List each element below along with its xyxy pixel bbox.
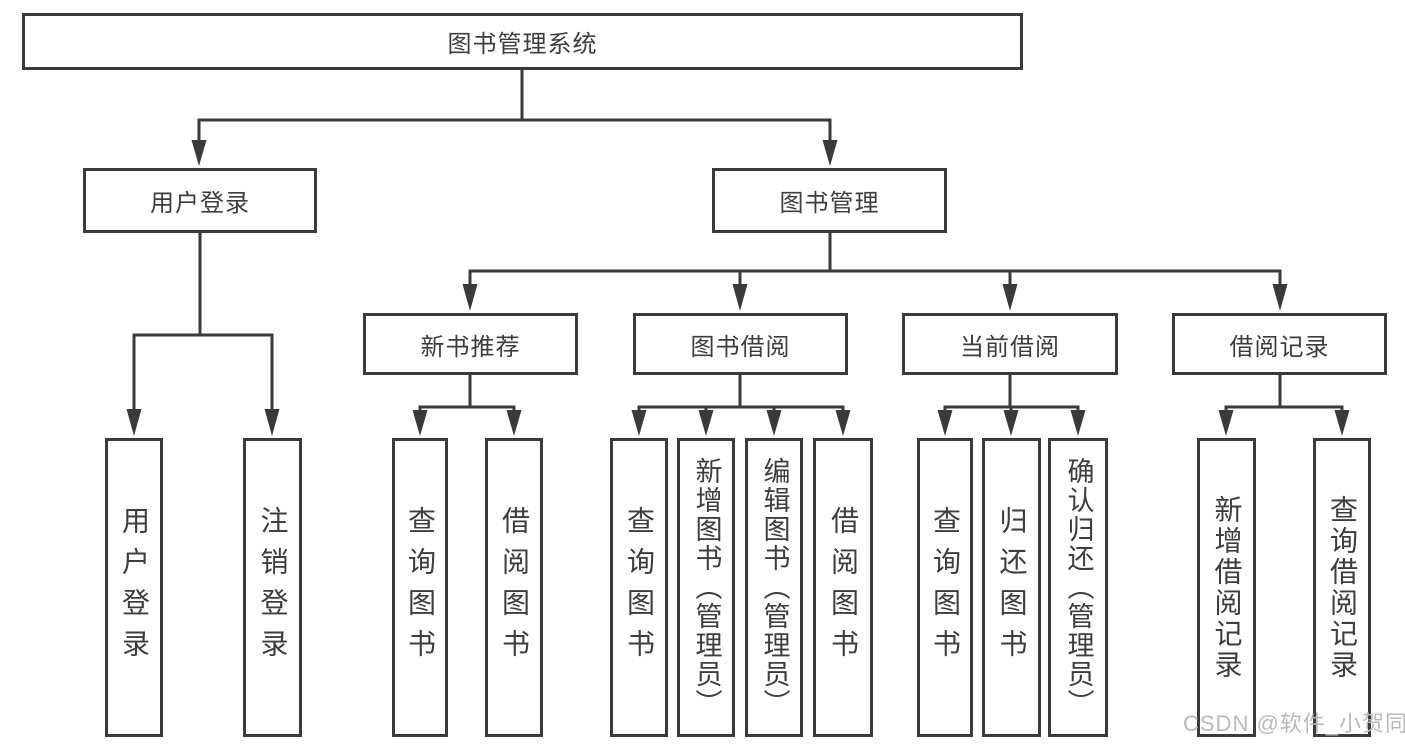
watermark: CSDN @软件_小贺同学: [1183, 711, 1405, 736]
leaf-query-books-recommend: 查询图书: [392, 438, 448, 737]
node-borrow-records: 借阅记录: [1172, 313, 1387, 375]
leaf-query-borrow-record: 查询借阅记录: [1313, 438, 1371, 737]
node-new-book-recommend: 新书推荐: [363, 313, 578, 375]
leaf-logout: 注销登录: [243, 438, 302, 737]
leaf-user-login: 用户登录: [105, 438, 163, 737]
node-book-borrow: 图书借阅: [633, 313, 848, 375]
leaf-query-books-current: 查询图书: [917, 438, 973, 737]
node-book-management: 图书管理: [712, 168, 947, 233]
node-current-borrow: 当前借阅: [902, 313, 1118, 375]
node-library-management-system: 图书管理系统: [22, 13, 1023, 70]
leaf-query-books-borrow: 查询图书: [610, 438, 668, 737]
leaf-borrow-books: 借阅图书: [813, 438, 873, 737]
leaf-confirm-return-admin: 确认归还（管理员）: [1048, 438, 1108, 737]
node-user-login: 用户登录: [83, 168, 317, 233]
leaf-add-borrow-record: 新增借阅记录: [1197, 438, 1256, 737]
leaf-add-books-admin: 新增图书（管理员）: [677, 438, 735, 737]
arrowhead-icons: [126, 140, 1350, 436]
leaf-edit-books-admin: 编辑图书（管理员）: [745, 438, 803, 737]
leaf-borrow-books-recommend: 借阅图书: [485, 438, 543, 737]
leaf-return-books: 归还图书: [982, 438, 1041, 737]
